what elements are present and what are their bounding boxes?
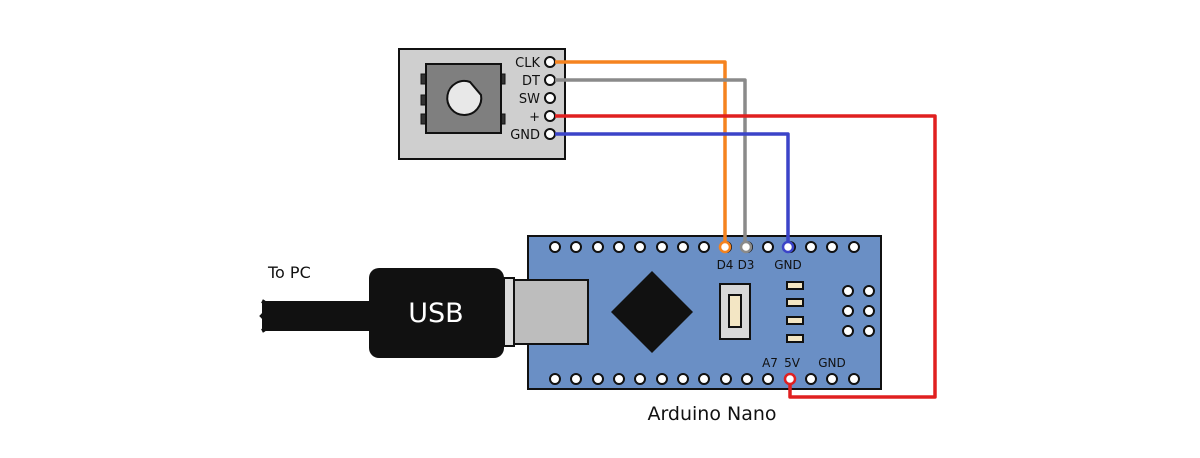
nano-label-d4: D4 (717, 258, 734, 272)
nano-label-a7: A7 (762, 356, 778, 370)
encoder-pin-label-clk: CLK (515, 56, 540, 71)
wire-terminals (718, 240, 797, 386)
nano-label-gnd-top: GND (774, 258, 802, 272)
nano-label-5v: 5V (784, 356, 801, 370)
nano-led (786, 281, 804, 290)
encoder-pin-sw (544, 92, 556, 104)
encoder-pin-dt (544, 74, 556, 86)
wire-vcc-to-5v (555, 114, 937, 399)
encoder-pin-clk (544, 56, 556, 68)
usb-connector-shell (503, 277, 515, 347)
nano-usb-port (513, 279, 589, 345)
rotary-encoder-module: CLK DT SW + GND (398, 48, 566, 160)
encoder-pin-gnd (544, 128, 556, 140)
wire-gnd-to-gnd (555, 132, 790, 244)
nano-reset-button-frame (719, 283, 751, 340)
terminal-5v (783, 372, 797, 386)
encoder-pin-label-vcc: + (529, 110, 540, 125)
cable-end-icon (259, 299, 269, 333)
nano-led (786, 298, 804, 307)
encoder-body (425, 63, 502, 134)
nano-led (786, 334, 804, 343)
nano-reset-button (728, 294, 742, 328)
arduino-nano-board: D4 D3 GND A7 5V GND (513, 235, 882, 390)
encoder-pin-vcc (544, 110, 556, 122)
encoder-knob-icon (446, 80, 483, 116)
terminal-d3 (739, 240, 753, 254)
terminal-gnd (781, 240, 795, 254)
encoder-pin-label-dt: DT (522, 74, 540, 89)
wire-dt-to-d3 (555, 78, 747, 244)
nano-led (786, 316, 804, 325)
cable-label: To PC (267, 263, 311, 282)
board-caption: Arduino Nano (647, 403, 776, 425)
wires (555, 60, 937, 399)
usb-plug-label: USB (408, 298, 463, 329)
nano-label-gnd-bottom: GND (818, 356, 846, 370)
encoder-pin-label-sw: SW (519, 92, 540, 107)
nano-icsp-header (842, 285, 875, 337)
usb-plug-housing (369, 268, 504, 358)
nano-top-pin-row (549, 241, 860, 253)
terminal-d4 (718, 240, 732, 254)
nano-label-d3: D3 (738, 258, 755, 272)
encoder-pin-label-gnd: GND (510, 128, 540, 143)
nano-bottom-pin-row (549, 373, 860, 385)
wire-clk-to-d4 (555, 60, 727, 244)
nano-mcu-chip (610, 270, 694, 354)
